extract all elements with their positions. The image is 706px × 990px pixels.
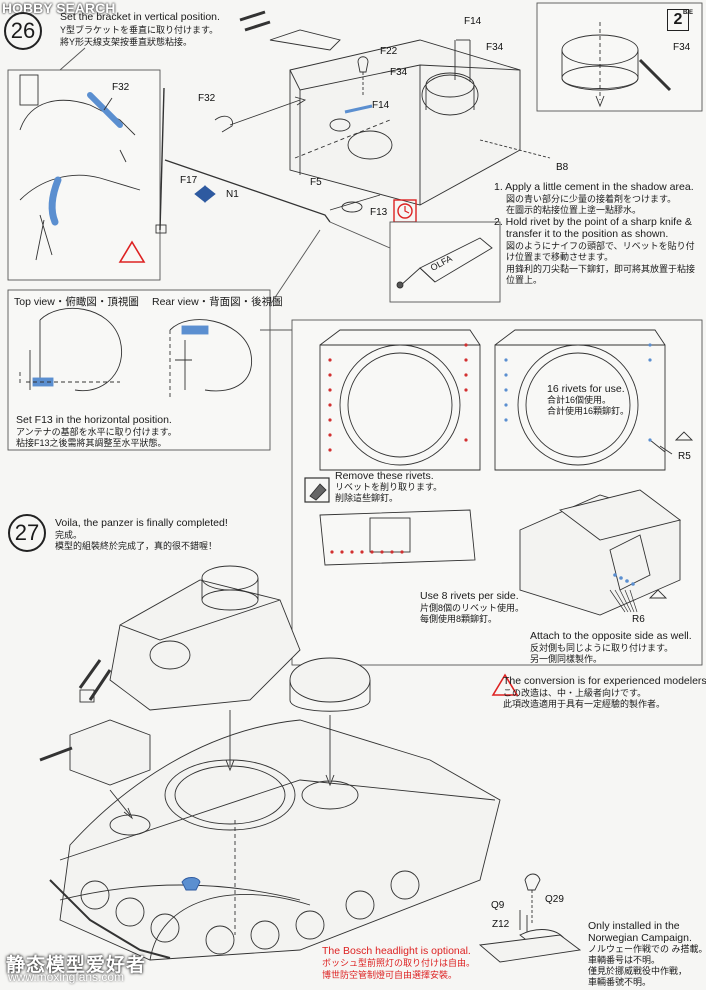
use8-cn: 每側使用8顆鉚釘。	[420, 614, 498, 624]
part-q29: Q29	[545, 894, 564, 905]
warning-triangle-3	[491, 673, 519, 696]
norway-jp-1: ノルウェー作戦での み搭載。	[588, 944, 706, 954]
note-rivet-en-1: 2. Hold rivet by the point of a sharp kn…	[494, 216, 692, 228]
top-view-label: Top view・俯瞰図・頂視圖	[14, 296, 139, 308]
note-cement-jp: 図の青い部分に少量の接着剤をつけます。	[506, 194, 677, 204]
rear-view-label: Rear view・背面図・後視圖	[152, 296, 283, 308]
headlight-note-jp: ボッシュ型前照灯の取り付けは自由。	[322, 958, 476, 968]
part-f14: F14	[372, 100, 390, 111]
part-f17: F17	[180, 175, 198, 186]
f13-note-en: Set F13 in the horizontal position.	[16, 414, 172, 426]
step-number-27: 27	[8, 514, 46, 552]
norway-jp-2: 車輌番号は不明。	[588, 955, 661, 965]
note-rivet-jp-2: け位置まで移動させます。	[506, 252, 614, 262]
part-f22: F22	[380, 46, 398, 57]
norway-en-2: Norwegian Campaign.	[588, 932, 692, 944]
experienced-en: The conversion is for experienced modele…	[503, 675, 706, 687]
note-cement-cn: 在圖示的粘接位置上塗一點膠水。	[506, 205, 642, 215]
part-f14-top: F14	[464, 16, 482, 27]
views-panel	[7, 289, 271, 451]
bracket-blue-lower	[48, 176, 62, 226]
note-rivet-en-2: transfer it to the position as shown.	[506, 228, 669, 240]
use8-en: Use 8 rivets per side.	[420, 590, 519, 602]
part-z12: Z12	[492, 919, 510, 930]
part-f34-b: F34	[390, 67, 408, 78]
watermark-site-name: 静态模型爱好者	[6, 955, 147, 976]
step26-title-cn: 將Y形天線支架按垂直狀態粘接。	[60, 37, 193, 47]
remove-rivets-jp: リベットを削り取ります。	[335, 482, 443, 492]
part-r6: R6	[632, 614, 645, 625]
step27-title-en: Voila, the panzer is finally completed!	[55, 517, 228, 529]
opposite-cn: 另一側同樣製作。	[530, 654, 603, 664]
step27-title-cn: 模型的組裝終於完成了，真的很不錯喔！	[55, 541, 218, 551]
headlight-note-en: The Bosch headlight is optional.	[322, 945, 471, 957]
note-rivet-cn-2: 位置上。	[506, 275, 543, 285]
part-f5: F5	[310, 177, 322, 188]
part-r5: R5	[678, 451, 691, 462]
part-f13: F13	[370, 207, 388, 218]
opposite-jp: 反対側も同じように取り付けます。	[530, 643, 674, 653]
reference-panel	[536, 2, 703, 112]
part-q9: Q9	[491, 900, 505, 911]
hobby-search-logo: HOBBY SEARCH	[2, 0, 116, 16]
f13-note-jp: アンテナの基部を水平に取り付けます。	[16, 427, 177, 437]
part-n1: N1	[226, 189, 239, 200]
note-cement-en: 1. Apply a little cement in the shadow a…	[494, 181, 694, 193]
part-f32-detail: F32	[112, 82, 130, 93]
norway-cn-1: 僅見於挪威戰役中作戰，	[588, 966, 688, 976]
remove-rivets-cn: 削除這些鉚釘。	[335, 493, 399, 503]
part-b8: B8	[556, 162, 569, 173]
rivets16-jp: 合計16個使用。	[547, 395, 612, 405]
watermark-url: www.moxingfans.com	[8, 970, 125, 984]
rivets16-en: 16 rivets for use.	[547, 383, 625, 395]
use8-jp: 片側8個のリベット使用。	[420, 603, 525, 613]
note-rivet-cn-1: 用鋒利的刀尖黏一下鉚釘，即可將其放置于粘接	[506, 264, 696, 274]
experienced-cn: 此項改造適用于具有一定經驗的製作者。	[503, 699, 666, 709]
warning-triangle-1	[118, 240, 146, 263]
part-f32: F32	[198, 93, 216, 104]
step26-title-jp: Y型ブラケットを垂直に取り付けます。	[60, 25, 219, 35]
note-rivet-jp-1: 図のようにナイフの頭部で、リベットを貼り付	[506, 241, 695, 251]
part-f34-ref: F34	[673, 42, 691, 53]
remove-rivets-en: Remove these rivets.	[335, 470, 434, 482]
experienced-jp: この改造は、中・上級者向けです。	[503, 688, 647, 698]
bracket-blue-upper	[87, 92, 123, 128]
step27-title-jp: 完成。	[55, 530, 83, 540]
opposite-en: Attach to the opposite side as well.	[530, 630, 692, 642]
headlight-note-cn: 博世防空管制燈可自由選擇安裝。	[322, 970, 458, 980]
part-f34-a: F34	[486, 42, 504, 53]
norway-cn-2: 車輛番號不明。	[588, 977, 652, 987]
knife-detail	[389, 221, 501, 303]
rivets16-cn: 合計使用16顆鉚釘。	[547, 406, 630, 416]
norway-en-1: Only installed in the	[588, 920, 680, 932]
step-number-26: 26	[4, 12, 42, 50]
step26-title-en: Set the bracket in vertical position.	[60, 11, 220, 23]
f13-note-cn: 粘接F13之後需將其調整至水平狀態。	[16, 438, 167, 448]
